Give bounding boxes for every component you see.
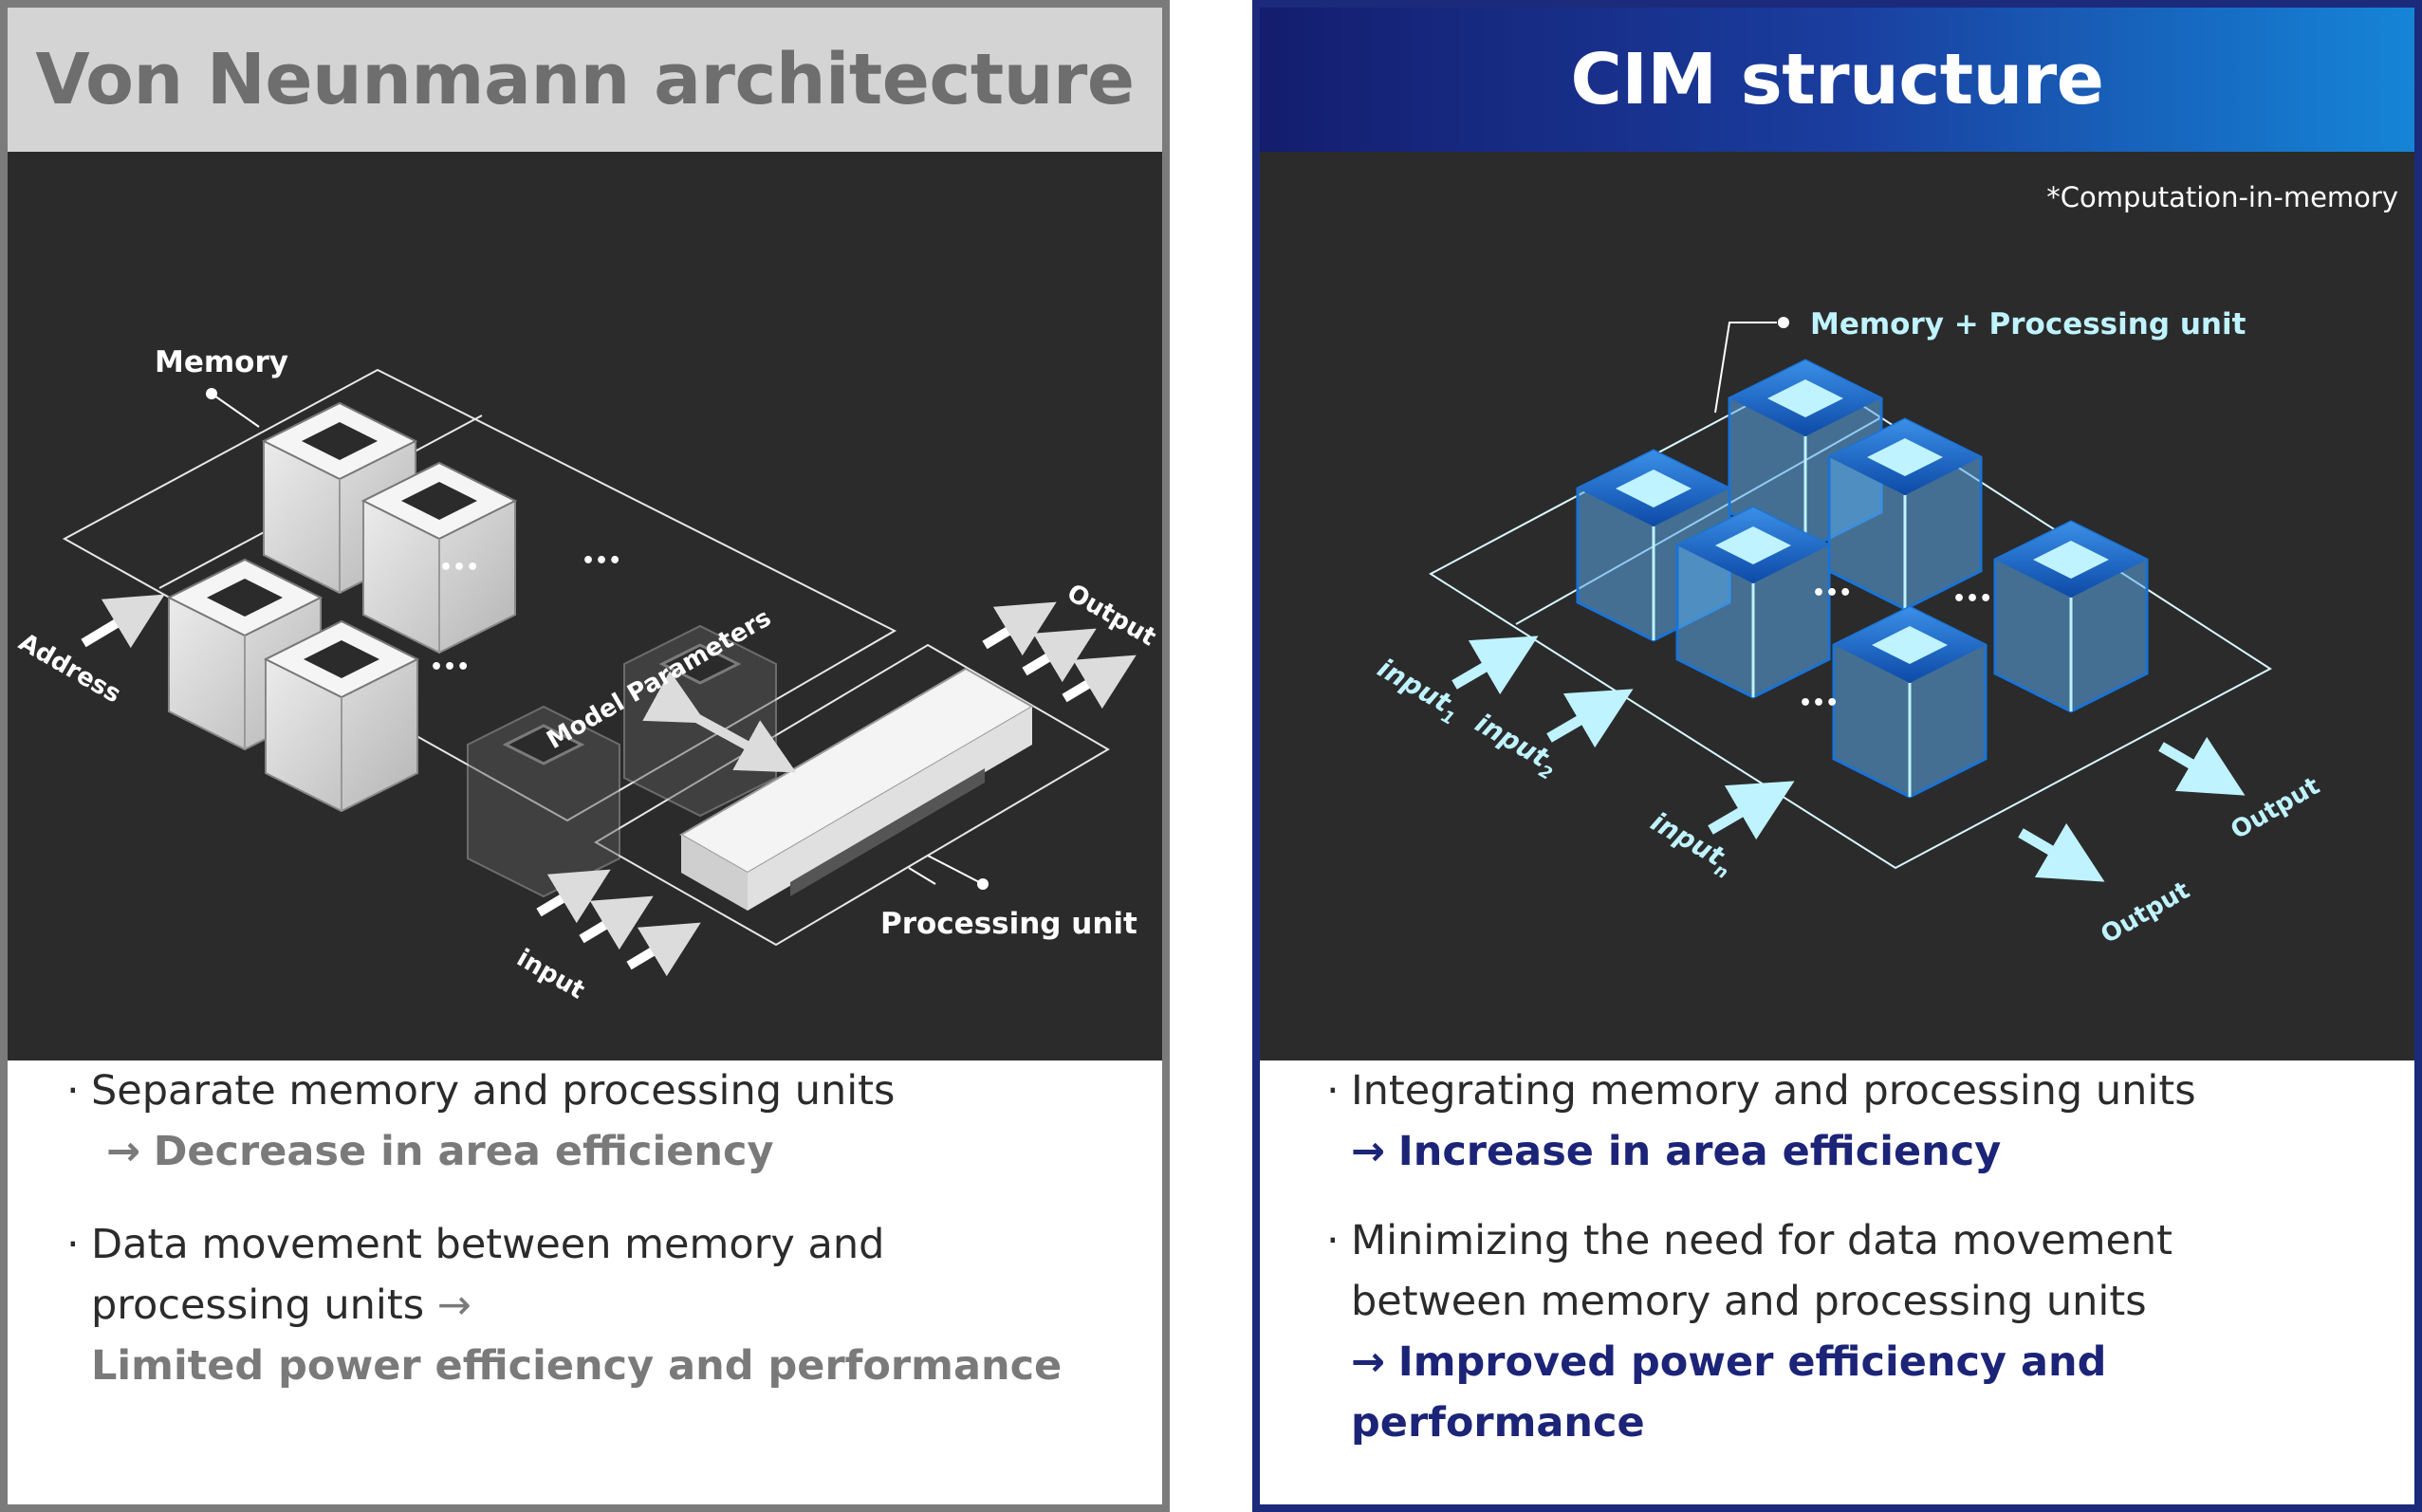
bullet-dot: · bbox=[66, 1067, 80, 1115]
processing-leader bbox=[927, 855, 984, 885]
cim-diagram: *Computation-in-memory bbox=[1370, 181, 2399, 950]
bullet-result-arrow: → bbox=[1351, 1338, 1386, 1386]
processing-unit-box bbox=[679, 667, 1034, 911]
processing-leader bbox=[908, 867, 936, 885]
cim-illustration: *Computation-in-memory bbox=[1260, 152, 2414, 1060]
bullet-item: · Minimizing the need for data movement … bbox=[1326, 1210, 2414, 1453]
output-arrow bbox=[1022, 628, 1097, 683]
output-arrow bbox=[2018, 822, 2105, 882]
model-parameter-block bbox=[467, 705, 620, 898]
data-transfer-arrow bbox=[642, 671, 797, 773]
address-label: Address bbox=[14, 628, 126, 709]
input-arrow bbox=[1708, 781, 1795, 840]
von-neumann-panel: Von Neunmann architecture bbox=[0, 0, 1170, 1512]
bullet-result: Improved power efficiency and performanc… bbox=[1351, 1338, 2107, 1447]
bullet-result: Limited power efficiency and performance bbox=[91, 1342, 1063, 1390]
input-arrow bbox=[1451, 636, 1539, 695]
input-arrow bbox=[626, 922, 701, 977]
ellipsis-dots: ••• bbox=[430, 655, 470, 679]
bullet-text-line2: between memory and processing units bbox=[1351, 1278, 2147, 1325]
output-label: Output bbox=[1063, 579, 1161, 652]
bullet-dot: · bbox=[1326, 1217, 1340, 1264]
input-2-label: input2 bbox=[1468, 707, 1564, 784]
memory-leader bbox=[211, 393, 260, 428]
processing-plane bbox=[594, 643, 1110, 947]
bullet-text-line1: Minimizing the need for data movement bbox=[1351, 1217, 2173, 1264]
processing-unit-label: Processing unit bbox=[880, 907, 1137, 941]
bullet-text-line1: Data movement between memory and bbox=[91, 1221, 885, 1268]
output-label: Output bbox=[2097, 876, 2195, 950]
bullet-result-arrow: → bbox=[436, 1282, 471, 1329]
output-arrow bbox=[2158, 736, 2246, 796]
output-arrow bbox=[1062, 655, 1137, 710]
cim-panel: CIM structure *Computation-in-memory bbox=[1252, 0, 2422, 1512]
cim-unit bbox=[1675, 506, 1831, 699]
unit-label: Memory + Processing unit bbox=[1810, 307, 2246, 341]
memory-label: Memory bbox=[155, 345, 288, 379]
unit-leader bbox=[1714, 322, 1777, 414]
svg-text:input1: input1 bbox=[1370, 652, 1467, 728]
ellipsis-dots: ••• bbox=[1952, 587, 1992, 611]
unit-leader-dot bbox=[1778, 317, 1789, 328]
input-arrow bbox=[536, 869, 611, 924]
ellipsis-dots: ••• bbox=[1812, 581, 1852, 605]
bullet-result: Increase in area efficiency bbox=[1397, 1128, 2002, 1175]
memory-leader-dot bbox=[206, 388, 217, 399]
bullet-result-arrow: → bbox=[1351, 1128, 1386, 1175]
cim-unit bbox=[1832, 605, 1988, 799]
input-label: input bbox=[512, 944, 590, 1005]
bullet-result-arrow: → bbox=[106, 1128, 141, 1175]
bullet-dot: · bbox=[66, 1221, 80, 1268]
ellipsis-dots: ••• bbox=[1799, 691, 1839, 715]
cim-plane bbox=[1429, 370, 2272, 870]
von-neumann-title: Von Neunmann architecture bbox=[8, 8, 1162, 152]
bullet-text: Integrating memory and processing units bbox=[1351, 1067, 2196, 1115]
bullet-result: Decrease in area efficiency bbox=[153, 1128, 774, 1175]
memory-server bbox=[361, 461, 518, 655]
cim-footnote: *Computation-in-memory bbox=[2046, 181, 2398, 213]
von-neumann-diagram: ••• ••• ••• bbox=[14, 345, 1161, 1005]
input-arrow bbox=[1546, 689, 1634, 748]
svg-text:input2: input2 bbox=[1468, 707, 1564, 784]
bullet-item: · Integrating memory and processing unit… bbox=[1326, 1060, 2196, 1182]
bullet-item: · Data movement between memory and proce… bbox=[66, 1214, 1063, 1396]
ellipsis-dots: ••• bbox=[439, 556, 479, 580]
cim-unit bbox=[1993, 520, 2149, 713]
cim-title: CIM structure bbox=[1260, 8, 2414, 152]
bullet-item: · Separate memory and processing units →… bbox=[66, 1060, 896, 1182]
bullet-text-line2: processing units bbox=[91, 1282, 425, 1329]
bullet-text: Separate memory and processing units bbox=[91, 1067, 896, 1115]
von-neumann-illustration: ••• ••• ••• bbox=[8, 152, 1162, 1060]
input-arrow bbox=[579, 895, 654, 950]
ellipsis-dots: ••• bbox=[582, 549, 621, 573]
output-label: Output bbox=[2227, 772, 2325, 845]
input-1-label: input1 bbox=[1370, 652, 1467, 728]
memory-server bbox=[263, 619, 420, 813]
bullet-dot: · bbox=[1326, 1067, 1340, 1115]
cim-unit bbox=[1827, 417, 1983, 611]
output-arrow bbox=[982, 601, 1057, 656]
address-arrow bbox=[81, 594, 165, 649]
